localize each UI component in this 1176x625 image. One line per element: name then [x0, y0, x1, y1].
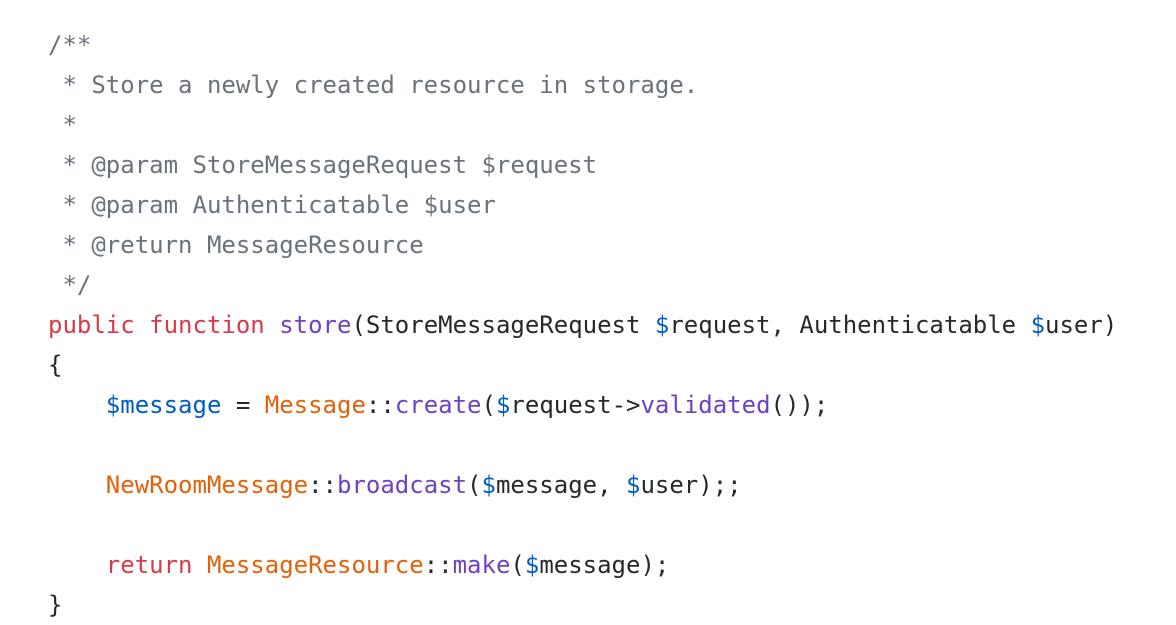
- code-token-comment: * @param StoreMessageRequest $request: [48, 151, 598, 179]
- code-token-cls: NewRoomMessage: [105, 471, 309, 499]
- code-line: * @param StoreMessageRequest $request: [48, 145, 1176, 185]
- code-token-plain: (: [510, 551, 525, 579]
- code-token-comment: *: [48, 111, 77, 139]
- code-token-plain: [48, 471, 106, 499]
- code-token-plain: request->: [510, 391, 641, 419]
- code-token-var: $: [654, 311, 670, 339]
- code-line: [48, 505, 1176, 545]
- code-token-plain: }: [48, 591, 63, 619]
- code-token-plain: message);: [539, 551, 670, 579]
- code-line: public function store(StoreMessageReques…: [48, 305, 1176, 345]
- code-token-plain: (StoreMessageRequest: [351, 311, 655, 339]
- code-token-plain: [48, 391, 106, 419]
- code-token-fn: create: [394, 391, 482, 419]
- code-token-cls: MessageResource: [206, 551, 424, 579]
- code-line: */: [48, 265, 1176, 305]
- code-token-plain: [265, 311, 279, 339]
- code-line: [48, 425, 1176, 465]
- code-token-plain: =: [221, 391, 265, 419]
- code-token-cls: Message: [264, 391, 366, 419]
- code-token-plain: ());: [770, 391, 829, 419]
- code-token-plain: [48, 551, 106, 579]
- code-token-kw: public: [48, 311, 135, 339]
- code-token-var: $message: [105, 391, 222, 419]
- code-token-plain: request, Authenticatable: [669, 311, 1031, 339]
- code-line: return MessageResource::make($message);: [48, 545, 1176, 585]
- code-token-var: $: [495, 391, 511, 419]
- code-token-fn: validated: [640, 391, 771, 419]
- code-token-var: $: [626, 471, 641, 499]
- code-line: * Store a newly created resource in stor…: [48, 65, 1176, 105]
- code-token-plain: message,: [495, 471, 626, 499]
- code-token-plain: ::: [308, 471, 337, 499]
- code-line: {: [48, 345, 1176, 385]
- code-token-plain: ::: [423, 551, 453, 579]
- code-token-fn: make: [452, 551, 511, 579]
- code-token-plain: {: [48, 351, 63, 379]
- code-line: }: [48, 585, 1176, 625]
- code-token-plain: (: [481, 391, 496, 419]
- code-line: * @param Authenticatable $user: [48, 185, 1176, 225]
- code-token-comment: * @param Authenticatable $user: [48, 191, 496, 219]
- code-line: NewRoomMessage::broadcast($message, $use…: [48, 465, 1176, 505]
- code-token-plain: (: [467, 471, 482, 499]
- code-line: $message = Message::create($request->val…: [48, 385, 1176, 425]
- code-token-comment: * Store a newly created resource in stor…: [48, 71, 699, 99]
- code-token-var: $: [481, 471, 496, 499]
- code-token-plain: user);;: [640, 471, 742, 499]
- code-token-kw: return: [105, 551, 193, 579]
- code-token-var: $: [1030, 311, 1046, 339]
- code-token-plain: [193, 551, 207, 579]
- code-token-kw: function: [149, 311, 265, 339]
- code-token-comment: /**: [48, 31, 92, 59]
- code-token-comment: * @return MessageResource: [48, 231, 424, 259]
- code-line: *: [48, 105, 1176, 145]
- code-token-plain: user): [1045, 311, 1118, 339]
- code-line: * @return MessageResource: [48, 225, 1176, 265]
- code-line: /**: [48, 25, 1176, 65]
- code-token-plain: [135, 311, 149, 339]
- code-token-fn: broadcast: [337, 471, 468, 499]
- code-token-var: $: [524, 551, 540, 579]
- code-token-plain: ::: [365, 391, 395, 419]
- code-token-fn: store: [279, 311, 352, 339]
- code-token-comment: */: [48, 271, 92, 299]
